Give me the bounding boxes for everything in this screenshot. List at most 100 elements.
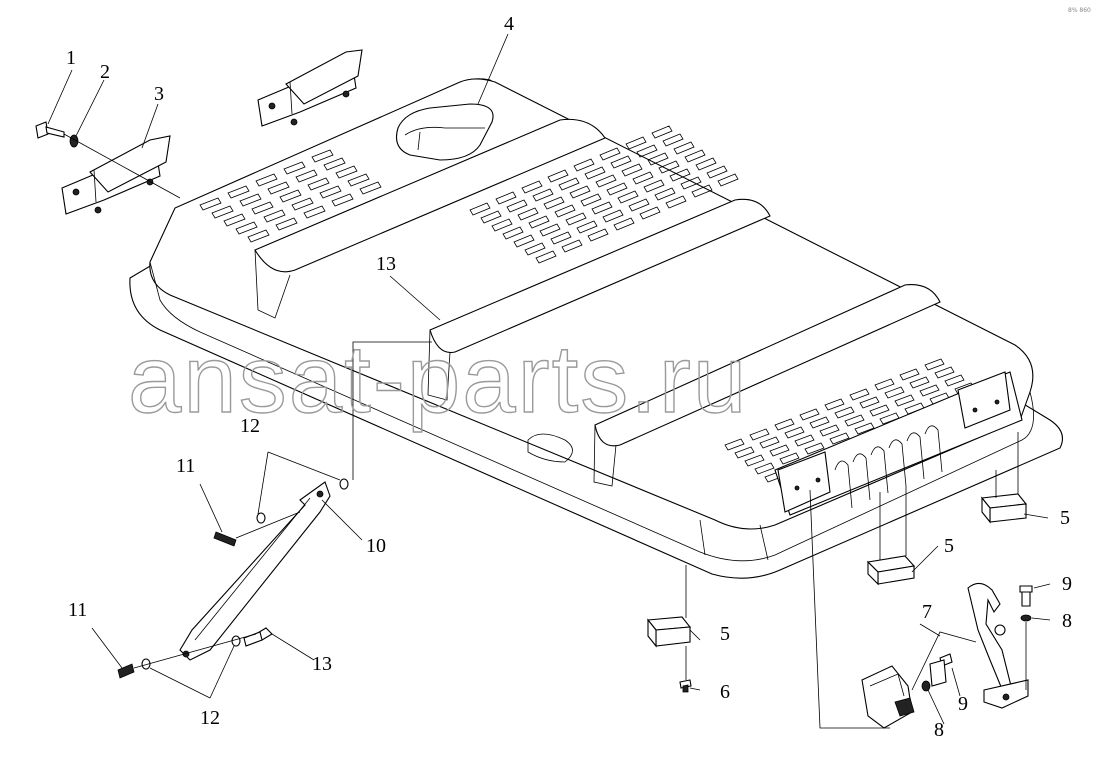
vent-slot (517, 207, 539, 221)
washer-set-upper (256, 451, 349, 524)
callout-5-middle: 5 (944, 535, 954, 557)
vent-slot (599, 147, 621, 161)
vent-slot (834, 406, 855, 419)
vent-slot (639, 206, 661, 220)
vent-slot (909, 376, 930, 389)
cotter-pin-upper (213, 531, 237, 547)
rubber-pad-middle (866, 486, 916, 586)
vent-slot (759, 436, 780, 449)
vent-slot (706, 165, 728, 179)
vent-slot (239, 193, 262, 207)
hinge-left (61, 135, 171, 215)
vent-slot (809, 416, 830, 429)
vent-slot (849, 388, 870, 401)
vent-slot (673, 141, 695, 155)
vent-slot (621, 163, 643, 177)
callout-12-upper: 12 (240, 415, 260, 437)
bolt-part-9-left (929, 653, 953, 687)
upper-pin-axis (235, 511, 301, 539)
vent-slot (513, 234, 535, 248)
vent-slot (844, 414, 865, 427)
vent-slot (636, 144, 658, 158)
vent-slot (894, 394, 915, 407)
vent-slot (684, 149, 706, 163)
callout-4: 4 (504, 13, 514, 35)
callout-8-right: 8 (1062, 610, 1072, 632)
callout-10: 10 (366, 535, 386, 557)
vent-slot (480, 210, 502, 224)
vent-slot (754, 462, 775, 475)
hinge-right (257, 49, 363, 127)
vent-slot (643, 179, 665, 193)
vent-slot (506, 199, 528, 213)
vent-slot (251, 201, 274, 215)
vent-slot (502, 226, 524, 240)
washer-part-8-left (921, 680, 931, 692)
vent-slot (784, 426, 805, 439)
watermark-text: ansat-parts.ru (128, 326, 748, 433)
vent-slot (799, 408, 820, 421)
vent-slot (303, 205, 326, 219)
vent-slot (535, 250, 557, 264)
vent-slot (565, 212, 587, 226)
vent-slot (819, 424, 840, 437)
vent-slot (859, 396, 880, 409)
vent-slot (628, 198, 650, 212)
cotter-pin-lower (117, 663, 135, 679)
callout-9-left: 9 (958, 693, 968, 715)
vent-slot (275, 217, 298, 231)
callout-2: 2 (100, 61, 110, 83)
vent-slot (625, 136, 647, 150)
vent-slot (295, 169, 318, 183)
vent-slot (613, 217, 635, 231)
vent-slot (899, 368, 920, 381)
vent-slot (547, 169, 569, 183)
vent-slot (744, 454, 765, 467)
vent-slot (602, 209, 624, 223)
vent-slot (647, 152, 669, 166)
vent-slot (263, 209, 286, 223)
vent-slot (580, 193, 602, 207)
screw-part-6 (679, 646, 692, 693)
lower-pin-axis (133, 633, 257, 669)
callout-12-lower: 12 (200, 707, 220, 729)
vent-slot (255, 173, 278, 187)
vent-slot (769, 444, 790, 457)
vent-slot (724, 438, 745, 451)
vent-slot (521, 180, 543, 194)
rod-to-cover-leader (352, 341, 432, 480)
vent-slot (199, 197, 222, 211)
pin-part-13-lower (243, 627, 273, 647)
vent-slot (924, 358, 945, 371)
vent-slot (524, 242, 546, 256)
vent-slot (235, 221, 258, 235)
callout-5-left: 5 (720, 623, 730, 645)
vent-slot (311, 149, 334, 163)
vent-slot (335, 165, 358, 179)
vent-slot (495, 191, 517, 205)
vent-slot (539, 223, 561, 237)
callout-3: 3 (154, 83, 164, 105)
vent-slot (347, 173, 370, 187)
vent-slot (617, 190, 639, 204)
vent-slot (717, 173, 739, 187)
corner-mark: 8% 860 (1068, 7, 1091, 14)
latch-catch-part-7 (861, 665, 915, 729)
vent-slot (944, 374, 965, 387)
callout-8-left: 8 (934, 719, 944, 741)
vent-slot (227, 185, 250, 199)
vent-slot (576, 220, 598, 234)
vent-slot (691, 184, 713, 198)
vent-slot (658, 160, 680, 174)
vent-slot (319, 185, 342, 199)
vent-slot (854, 422, 875, 435)
vent-slot (528, 215, 550, 229)
vent-slot (554, 204, 576, 218)
vent-slot (267, 181, 290, 195)
latch-callout-lines (911, 631, 977, 691)
vent-slot (734, 446, 755, 459)
latch-link-line (809, 489, 890, 729)
vent-slot (595, 174, 617, 188)
vent-slot (469, 202, 491, 216)
vent-slot (279, 189, 302, 203)
